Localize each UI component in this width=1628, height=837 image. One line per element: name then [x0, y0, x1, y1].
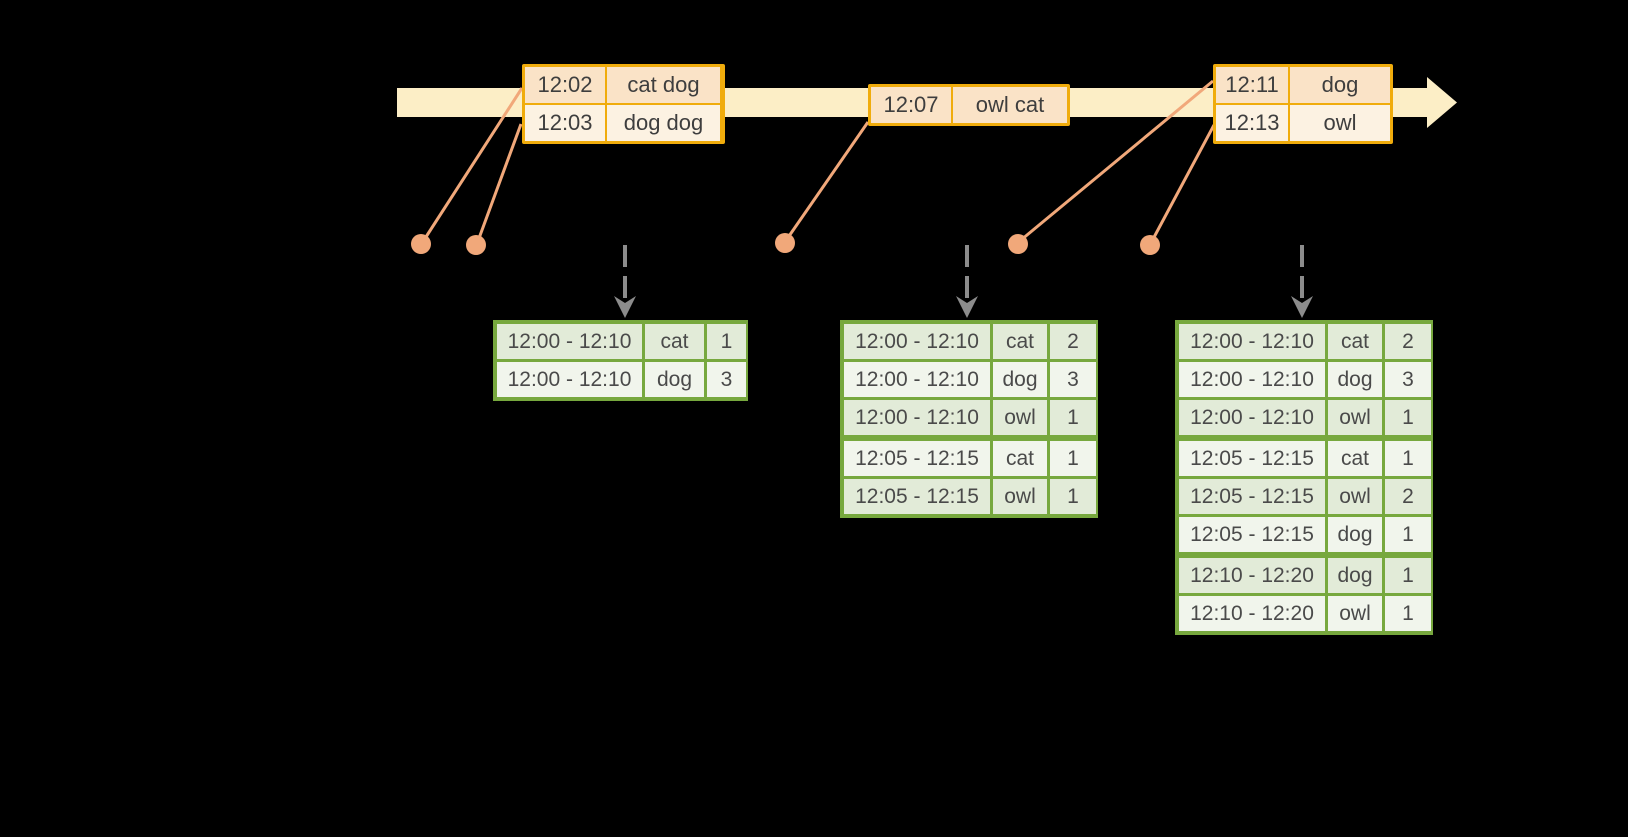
- word-cell: cat: [1328, 324, 1382, 359]
- word-cell: owl: [993, 400, 1047, 435]
- window-cell: 12:00 - 12:10: [497, 362, 642, 397]
- word-cell: cat: [1328, 441, 1382, 476]
- count-cell: 1: [707, 324, 746, 359]
- time-cell: 12:07: [871, 87, 951, 123]
- word-cell: dog: [1328, 517, 1382, 552]
- result-table-1: 12:00 - 12:10 cat 1 12:00 - 12:10 dog 3: [493, 320, 748, 401]
- result-row: 12:00 - 12:10 cat 2: [844, 324, 1096, 359]
- event-dot-icon: [775, 233, 795, 253]
- window-cell: 12:00 - 12:10: [1179, 362, 1325, 397]
- event-dot-icon: [411, 234, 431, 254]
- time-cell: 12:11: [1216, 67, 1288, 103]
- window-cell: 12:00 - 12:10: [497, 324, 642, 359]
- event-line-1213: [1150, 124, 1216, 242]
- count-cell: 3: [1385, 362, 1431, 397]
- down-arrowhead-icon: [1291, 296, 1313, 318]
- word-cell: owl: [993, 479, 1047, 514]
- window-cell: 12:00 - 12:10: [844, 324, 990, 359]
- count-cell: 1: [1385, 596, 1431, 631]
- word-cell: cat: [645, 324, 704, 359]
- down-arrowhead-icon: [614, 296, 636, 318]
- count-cell: 1: [1050, 400, 1096, 435]
- result-row: 12:05 - 12:15 cat 1: [1179, 441, 1431, 476]
- count-cell: 1: [1385, 517, 1431, 552]
- count-cell: 2: [1385, 324, 1431, 359]
- count-cell: 1: [1050, 441, 1096, 476]
- result-row: 12:10 - 12:20 owl 1: [1179, 596, 1431, 631]
- words-cell: owl: [1290, 105, 1390, 141]
- result-row: 12:00 - 12:10 dog 3: [1179, 362, 1431, 397]
- event-row: 12:13 owl: [1216, 105, 1390, 141]
- event-line-1207: [785, 121, 870, 240]
- window-cell: 12:00 - 12:10: [844, 400, 990, 435]
- event-line-1211: [1020, 79, 1214, 242]
- count-cell: 1: [1385, 441, 1431, 476]
- event-table-3: 12:11 dog 12:13 owl: [1213, 64, 1393, 144]
- event-row: 12:07 owl cat: [871, 87, 1067, 123]
- result-row: 12:00 - 12:10 cat 1: [497, 324, 746, 359]
- window-cell: 12:05 - 12:15: [1179, 479, 1325, 514]
- word-cell: owl: [1328, 479, 1382, 514]
- window-cell: 12:00 - 12:10: [1179, 324, 1325, 359]
- words-cell: cat dog: [607, 67, 720, 103]
- word-cell: owl: [1328, 400, 1382, 435]
- window-cell: 12:10 - 12:20: [1179, 596, 1325, 631]
- event-dot-icon: [1140, 235, 1160, 255]
- timeline-arrowhead-icon: [1427, 77, 1457, 128]
- time-cell: 12:03: [525, 105, 605, 141]
- result-row: 12:05 - 12:15 owl 2: [1179, 479, 1431, 514]
- window-cell: 12:00 - 12:10: [1179, 400, 1325, 435]
- window-cell: 12:05 - 12:15: [844, 479, 990, 514]
- count-cell: 2: [1385, 479, 1431, 514]
- result-row: 12:05 - 12:15 cat 1: [844, 441, 1096, 476]
- count-cell: 3: [707, 362, 746, 397]
- result-row: 12:10 - 12:20 dog 1: [1179, 558, 1431, 593]
- result-row: 12:00 - 12:10 dog 3: [497, 362, 746, 397]
- result-row: 12:05 - 12:15 dog 1: [1179, 517, 1431, 552]
- window-cell: 12:05 - 12:15: [844, 441, 990, 476]
- event-dot-icon: [1008, 234, 1028, 254]
- result-table-3: 12:00 - 12:10 cat 2 12:00 - 12:10 dog 3 …: [1175, 320, 1433, 635]
- event-row: 12:03 dog dog: [525, 105, 722, 141]
- window-cell: 12:05 - 12:15: [1179, 517, 1325, 552]
- count-cell: 3: [1050, 362, 1096, 397]
- result-row: 12:00 - 12:10 owl 1: [844, 400, 1096, 435]
- words-cell: owl cat: [953, 87, 1067, 123]
- words-cell: dog: [1290, 67, 1390, 103]
- window-cell: 12:00 - 12:10: [844, 362, 990, 397]
- words-cell: dog dog: [607, 105, 720, 141]
- count-cell: 1: [1050, 479, 1096, 514]
- result-row: 12:05 - 12:15 owl 1: [844, 479, 1096, 514]
- result-row: 12:00 - 12:10 owl 1: [1179, 400, 1431, 435]
- event-table-2: 12:07 owl cat: [868, 84, 1070, 126]
- word-cell: dog: [993, 362, 1047, 397]
- count-cell: 2: [1050, 324, 1096, 359]
- word-cell: owl: [1328, 596, 1382, 631]
- window-cell: 12:10 - 12:20: [1179, 558, 1325, 593]
- word-cell: cat: [993, 324, 1047, 359]
- count-cell: 1: [1385, 558, 1431, 593]
- result-table-2: 12:00 - 12:10 cat 2 12:00 - 12:10 dog 3 …: [840, 320, 1098, 518]
- count-cell: 1: [1385, 400, 1431, 435]
- event-dot-icon: [466, 235, 486, 255]
- event-line-1202: [422, 87, 524, 241]
- event-table-1: 12:02 cat dog 12:03 dog dog: [522, 64, 725, 144]
- down-arrowhead-icon: [956, 296, 978, 318]
- time-cell: 12:02: [525, 67, 605, 103]
- word-cell: dog: [645, 362, 704, 397]
- time-cell: 12:13: [1216, 105, 1288, 141]
- word-cell: dog: [1328, 558, 1382, 593]
- event-line-1203: [476, 123, 523, 242]
- window-cell: 12:05 - 12:15: [1179, 441, 1325, 476]
- result-row: 12:00 - 12:10 dog 3: [844, 362, 1096, 397]
- word-cell: dog: [1328, 362, 1382, 397]
- word-cell: cat: [993, 441, 1047, 476]
- result-row: 12:00 - 12:10 cat 2: [1179, 324, 1431, 359]
- event-row: 12:11 dog: [1216, 67, 1390, 103]
- event-row: 12:02 cat dog: [525, 67, 722, 103]
